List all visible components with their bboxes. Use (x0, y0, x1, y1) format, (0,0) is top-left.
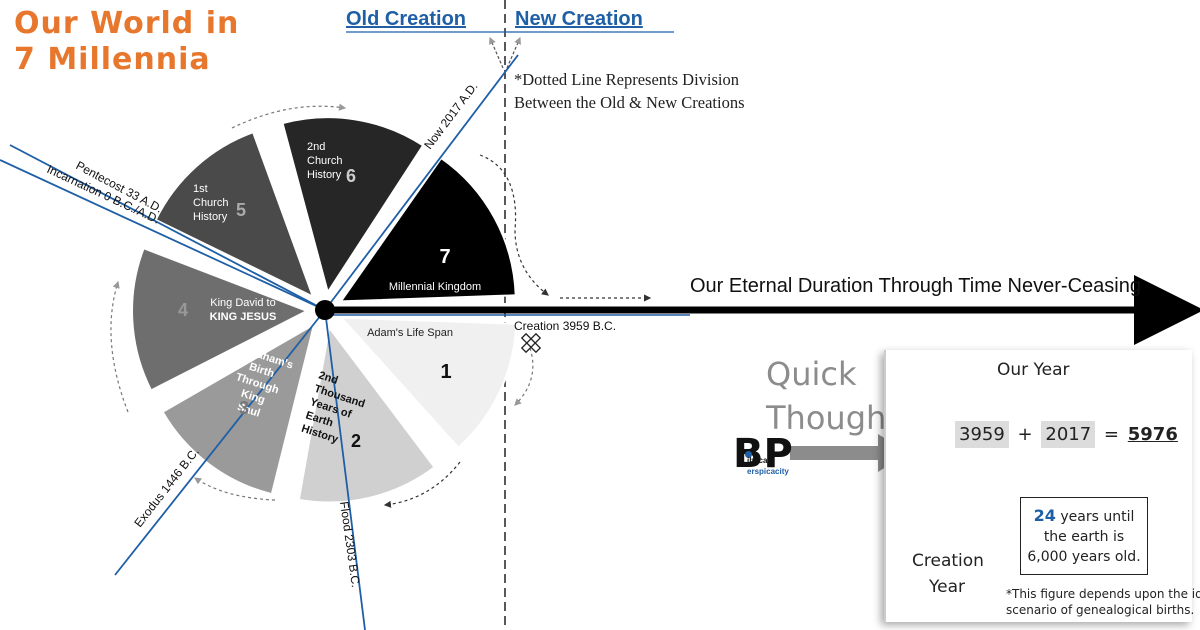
slice-3-number: 3 (239, 398, 249, 418)
creation-year-label: Creation Year (912, 548, 984, 600)
footnote-1: *This figure depends upon the ideal (1006, 587, 1200, 601)
quick-thought-panel (884, 350, 1192, 622)
logo-word-2: erspicacity (747, 467, 789, 476)
division-arrow-left (489, 36, 504, 69)
rotation-arrow-left (110, 280, 129, 413)
rotation-arrow-bottom-right (383, 461, 461, 508)
rotation-arrow-upper-right (479, 154, 549, 296)
slice-2-number: 2 (351, 431, 361, 451)
quick-line-1: Quick (766, 355, 857, 393)
slice-6-label-line2: History (307, 169, 342, 181)
biblical-perspicacity-logo: BP iblical erspicacity (733, 434, 793, 482)
pie-slice-4 (131, 246, 310, 392)
now-line (324, 54, 519, 311)
pie-slice-3 (161, 322, 316, 496)
slice-5-label-line1: Church (193, 197, 228, 209)
slice-7-label: Millennial Kingdom (389, 281, 481, 293)
slice-5-label-line2: History (193, 211, 228, 223)
slice-6-label-line1: Church (307, 155, 342, 167)
rotation-arrow-right (514, 347, 534, 406)
creation-year-label-2: Year (929, 577, 965, 597)
incarnation-line (0, 159, 326, 311)
flood-label: Flood 2303 B.C. (337, 500, 363, 588)
cross-icon (520, 332, 542, 354)
footnote-2: scenario of genealogical births. (1006, 603, 1195, 617)
slice-5-number: 5 (236, 200, 246, 220)
eternal-label: Our Eternal Duration Through Time Never-… (690, 275, 1141, 297)
logo-word-1: iblical (747, 456, 770, 465)
center-dot (315, 300, 335, 320)
page-title: Our World in 7 Millennia (14, 6, 239, 78)
slice-3-label: Abraham's Birth Through King Saul (234, 343, 294, 420)
division-note: *Dotted Line Represents Division Between… (514, 68, 744, 114)
millennia-pie (131, 116, 518, 504)
pie-slice-6 (281, 116, 425, 295)
exodus-line (114, 309, 326, 576)
slice-6-number: 6 (346, 166, 356, 186)
slice-1-label: Adam's Life Span (367, 327, 453, 339)
pie-slice-7 (338, 156, 517, 303)
result-value: 5976 (1127, 424, 1178, 445)
slice-2-sup: 2nd (317, 369, 339, 386)
quick-arrow-shaft (790, 446, 880, 460)
exodus-label: Exodus 1446 B.C. (131, 445, 202, 530)
note-line-2: Between the Old & New Creations (514, 93, 745, 112)
years-until-callout: 24 years until the earth is 6,000 years … (1020, 497, 1148, 575)
pie-slice-5 (154, 130, 315, 299)
title-line-2: 7 Millennia (14, 42, 211, 77)
old-creation-header: Old Creation (346, 8, 467, 30)
flood-line (324, 309, 366, 630)
callout-text-2: the earth is (1043, 529, 1125, 545)
callout-text-3: 6,000 years old. (1027, 549, 1141, 565)
slice-4-label-line1: King David to (210, 297, 275, 309)
creation-year-value: 3959 (955, 421, 1009, 448)
slice-1-number: 1 (440, 361, 451, 383)
year-equation: 3959 + 2017 = 5976 (955, 421, 1178, 448)
logo-dot-icon (745, 451, 752, 458)
division-arrow-right (506, 36, 521, 69)
note-line-1: *Dotted Line Represents Division (514, 70, 740, 89)
callout-number: 24 (1033, 506, 1056, 525)
pie-slice-1 (338, 316, 518, 450)
rotation-arrow-top (231, 103, 347, 129)
slice-5-sup: 1st (193, 183, 208, 195)
new-creation-header: New Creation (515, 8, 643, 30)
callout-text-1: years until (1060, 509, 1135, 525)
equals-sign: = (1103, 424, 1120, 445)
title-line-1: Our World in (14, 6, 240, 41)
our-year-label: Our Year (997, 360, 1070, 380)
pentecost-line (9, 144, 326, 311)
current-year-value: 2017 (1041, 421, 1096, 448)
logo-letters: BP (733, 431, 793, 477)
slice-7-number: 7 (439, 246, 450, 268)
plus-sign: + (1017, 424, 1033, 445)
slice-6-sup: 2nd (307, 141, 325, 153)
creation-year-label-1: Creation (912, 551, 984, 571)
creation-label: Creation 3959 B.C. (514, 319, 616, 333)
footnote: *This figure depends upon the ideal scen… (1006, 586, 1200, 618)
slice-4-number: 4 (178, 300, 188, 320)
slice-4-label-line2: KING JESUS (210, 311, 277, 323)
